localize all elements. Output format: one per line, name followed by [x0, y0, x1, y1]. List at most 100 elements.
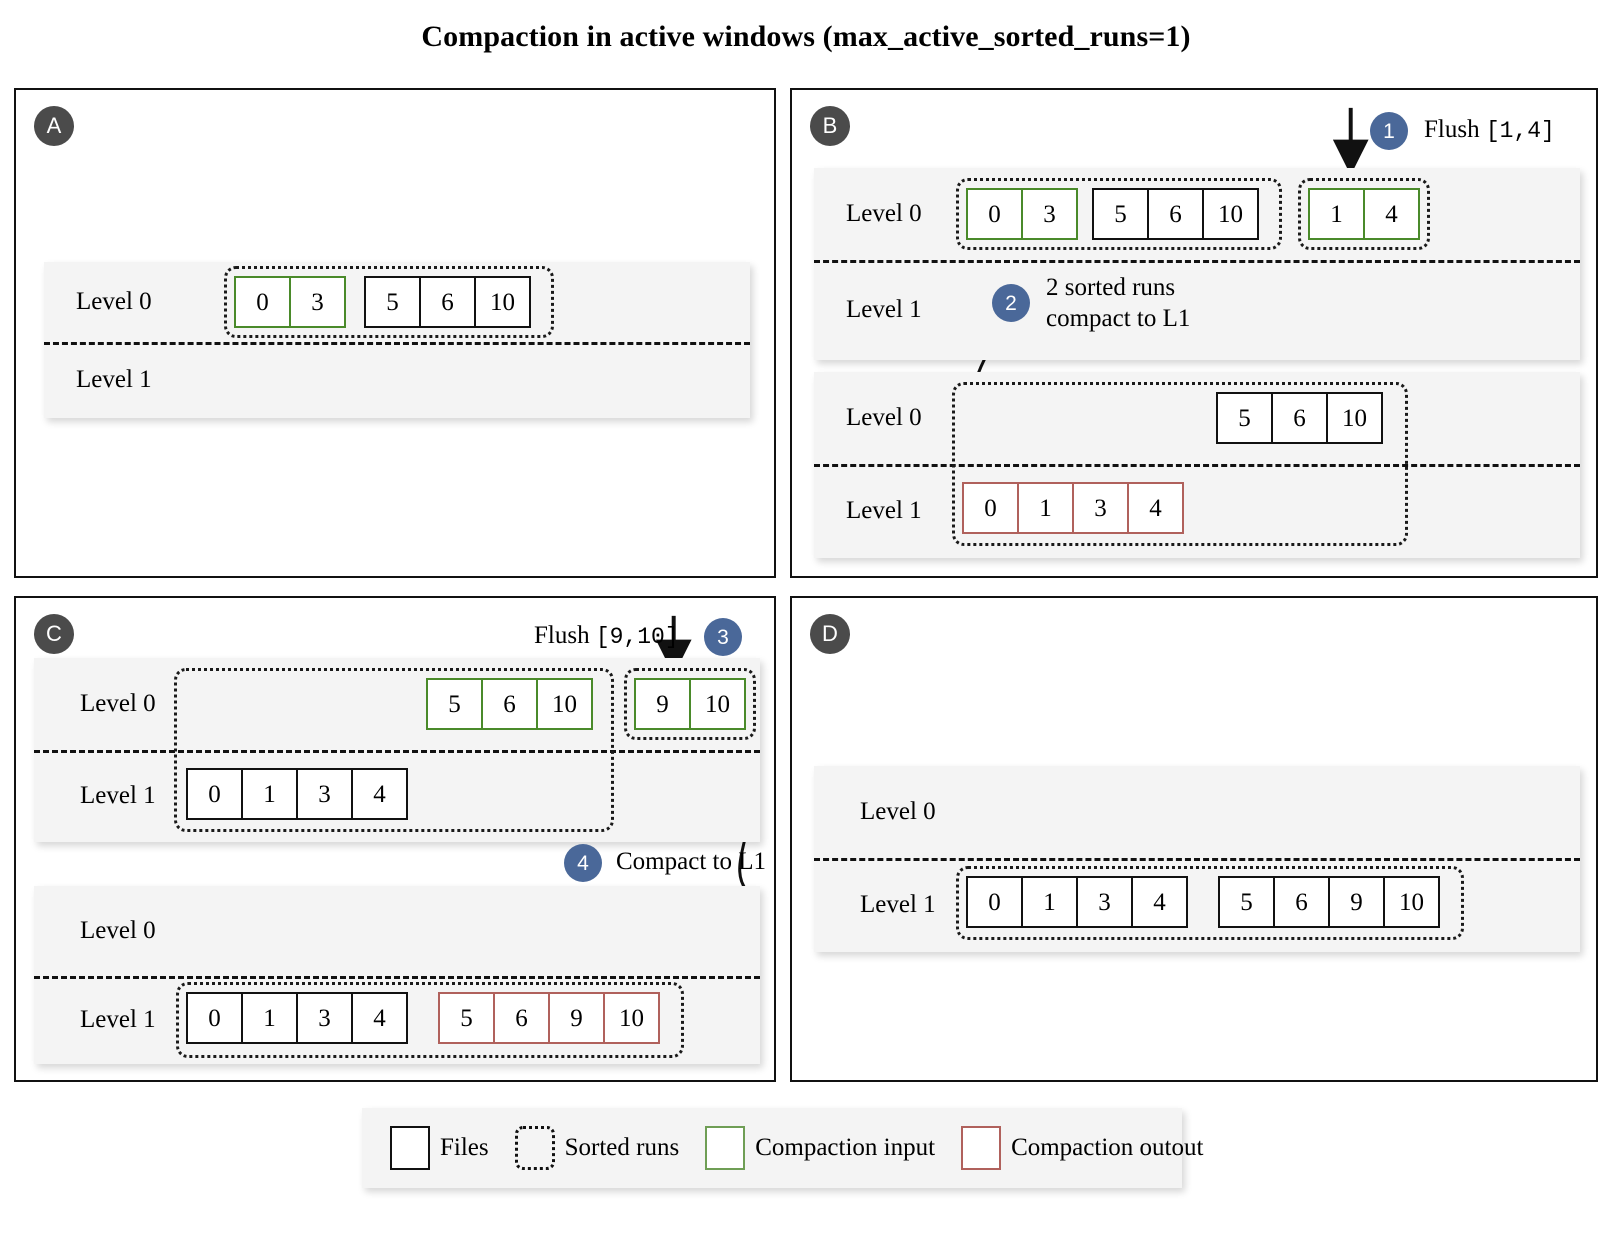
panel-letter-badge-b: B	[810, 106, 850, 146]
file-cell: 10	[536, 678, 593, 730]
file-cell: 6	[419, 276, 476, 328]
level-label-0: Level 0	[860, 798, 936, 825]
flush-range: [1,4]	[1485, 118, 1555, 144]
level-row-0: Level 0 5 6 10	[814, 372, 1580, 464]
level-label-0: Level 0	[80, 690, 156, 717]
legend-label: Files	[440, 1134, 489, 1161]
level-group-d1: Level 0 Level 1 0 1 3 4 5 6 9 10	[814, 766, 1580, 952]
file-cell: 9	[634, 678, 691, 730]
file-cell: 0	[966, 876, 1023, 928]
level-row-1: Level 1	[814, 260, 1580, 360]
legend-item-compaction-output: Compaction outout	[961, 1126, 1203, 1170]
level-row-1: Level 1 0 1 3 4	[814, 464, 1580, 558]
file-cell: 1	[1017, 482, 1074, 534]
flush-range: [9,10]	[595, 624, 679, 650]
file-cell: 1	[241, 992, 298, 1044]
level-group-c2: Level 0 Level 1 0 1 3 4 5 6 9 10	[34, 886, 760, 1064]
file-cell: 4	[1127, 482, 1184, 534]
legend-item-sorted-runs: Sorted runs	[514, 1126, 679, 1170]
file-cell: 10	[474, 276, 531, 328]
level-group-b2: Level 0 5 6 10 Level 1 0 1 3 4	[814, 372, 1580, 558]
file-cell: 5	[1218, 876, 1275, 928]
file-cell: 5	[438, 992, 495, 1044]
file-cell: 1	[1308, 188, 1365, 240]
level-divider	[814, 858, 1580, 861]
file-cell: 6	[493, 992, 550, 1044]
flush-label: Flush	[534, 622, 590, 649]
level-label-1: Level 1	[76, 366, 152, 393]
step-badge-3: 3	[704, 618, 742, 656]
level-row-1: Level 1 0 1 3 4	[34, 750, 760, 842]
legend-item-compaction-input: Compaction input	[705, 1126, 935, 1170]
file-cell: 9	[1328, 876, 1385, 928]
level-row-0: Level 0 5 6 10 9 10	[34, 658, 760, 750]
level-group-b1: Level 0 0 3 5 6 10 1 4 Level 1	[814, 168, 1580, 360]
level-divider	[814, 464, 1580, 467]
file-cell: 5	[1092, 188, 1149, 240]
legend-label: Compaction outout	[1011, 1134, 1204, 1161]
file-run-black: 5 6 10	[364, 276, 531, 328]
file-run-black: 5 6 10	[1092, 188, 1259, 240]
level-group-c1: Level 0 5 6 10 9 10 Level 1 0 1 3 4	[34, 658, 760, 842]
file-cell: 10	[1383, 876, 1440, 928]
level-label-0: Level 0	[76, 288, 152, 315]
file-cell: 4	[1363, 188, 1420, 240]
file-cell: 10	[689, 678, 746, 730]
compaction-output-swatch-icon	[961, 1126, 1002, 1170]
file-cell: 4	[351, 992, 408, 1044]
file-cell: 6	[1147, 188, 1204, 240]
file-cell: 9	[548, 992, 605, 1044]
level-divider	[34, 976, 760, 979]
page-title: Compaction in active windows (max_active…	[421, 20, 1191, 53]
file-cell: 6	[1273, 876, 1330, 928]
step-badge-1: 1	[1370, 112, 1408, 150]
level-label-0: Level 0	[846, 200, 922, 227]
file-run-red: 5 6 9 10	[438, 992, 660, 1044]
step-badge-2: 2	[992, 284, 1030, 322]
panel-letter-badge-a: A	[34, 106, 74, 146]
level-row-0: Level 0 0 3 5 6 10 1 4	[814, 168, 1580, 260]
level-row-0: Level 0	[34, 886, 760, 976]
panel-d: D Level 0 Level 1 0 1 3 4 5 6 9 10	[790, 596, 1598, 1082]
file-run-green: 0 3	[966, 188, 1078, 240]
level-label-1: Level 1	[80, 1006, 156, 1033]
file-cell: 4	[351, 768, 408, 820]
step-2-caption-line2: compact to L1	[1046, 305, 1191, 333]
file-run-black: 0 1 3 4	[186, 992, 408, 1044]
step-2-caption: 2 sorted runs compact to L1	[1046, 272, 1190, 335]
step-2-caption-line1: 2 sorted runs	[1046, 274, 1176, 301]
panel-a: A Level 0 0 3 5 6 10 Level 1	[14, 88, 776, 578]
file-cell: 0	[966, 188, 1023, 240]
step-3-caption: Flush [9,10]	[534, 620, 679, 652]
level-divider	[44, 342, 750, 345]
level-row-1: Level 1 0 1 3 4 5 6 9 10	[814, 858, 1580, 952]
file-run-green: 5 6 10	[426, 678, 593, 730]
panel-b: B 1 Flush [1,4] Level 0 0 3 5	[790, 88, 1598, 578]
level-group-a1: Level 0 0 3 5 6 10 Level 1	[44, 262, 750, 418]
file-cell: 6	[1271, 392, 1328, 444]
file-cell: 10	[1202, 188, 1259, 240]
panel-c: C Flush [9,10] 3 Level 0 5 6 10 9	[14, 596, 776, 1082]
file-cell: 0	[234, 276, 291, 328]
level-label-1: Level 1	[846, 497, 922, 524]
legend-item-files: Files	[390, 1126, 489, 1170]
flush-label: Flush	[1424, 116, 1480, 143]
level-label-1: Level 1	[846, 296, 922, 323]
file-run-black: 0 1 3 4	[186, 768, 408, 820]
panel-letter-badge-d: D	[810, 614, 850, 654]
files-swatch-icon	[390, 1126, 430, 1170]
legend: Files Sorted runs Compaction input Compa…	[362, 1108, 1203, 1188]
file-run-red: 0 1 3 4	[962, 482, 1184, 534]
file-cell: 10	[603, 992, 660, 1044]
compaction-input-swatch-icon	[705, 1126, 746, 1170]
file-run-flushed-green: 9 10	[634, 678, 746, 730]
level-row-1: Level 1	[44, 342, 750, 418]
legend-label: Compaction input	[755, 1134, 936, 1161]
level-label-0-real: Level 0	[846, 404, 922, 431]
sorted-runs-swatch-icon	[514, 1126, 555, 1170]
file-run-black-first: 0 1 3 4	[966, 876, 1188, 928]
file-cell: 3	[296, 768, 353, 820]
step-badge-4: 4	[564, 844, 602, 882]
panel-letter-badge-c: C	[34, 614, 74, 654]
file-cell: 5	[1216, 392, 1273, 444]
